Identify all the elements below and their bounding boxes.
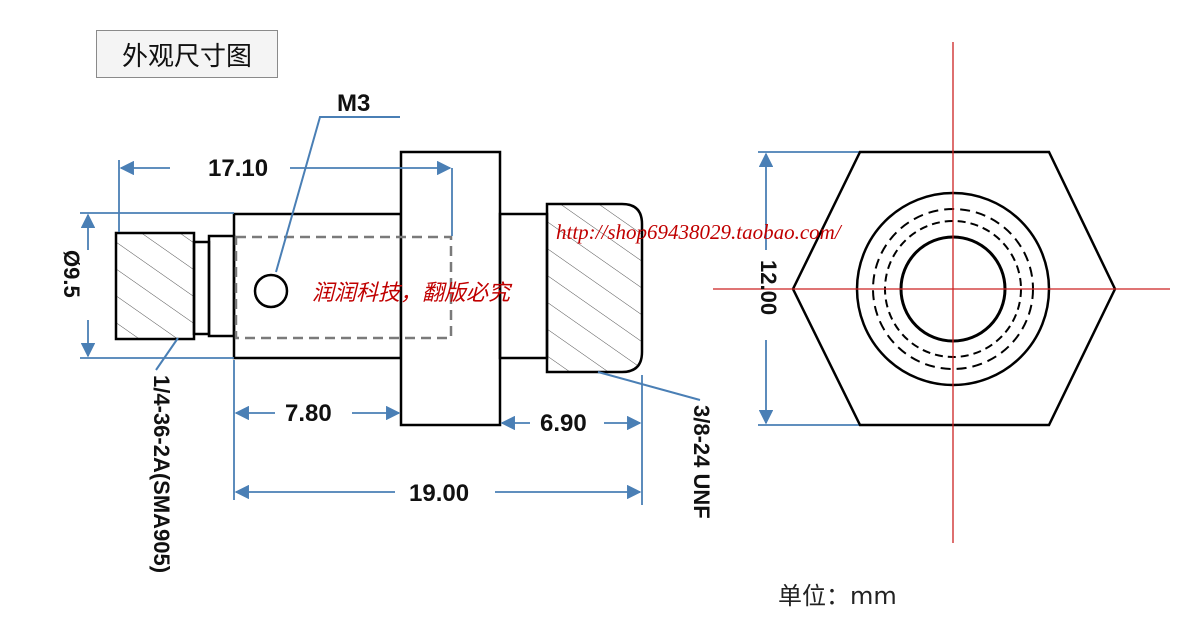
dim-19-00-label: 19.00 <box>409 480 470 507</box>
dim-17-10-label: 17.10 <box>208 155 269 182</box>
units-note: 单位：mm <box>778 582 897 610</box>
dim-6-90-label: 6.90 <box>540 410 587 437</box>
hidden-bore <box>234 235 453 340</box>
dim-diameter-label: Ø9.5 <box>59 250 84 298</box>
right-thread-leader <box>597 371 701 401</box>
right-thread-callout: 3/8-24 UNF <box>689 405 714 519</box>
step-2 <box>207 234 236 338</box>
end-view <box>713 42 1170 543</box>
dim-12-00-label: 12.00 <box>756 260 781 316</box>
m3-leader <box>275 116 400 273</box>
left-thread-callout: 1/4-36-2A(SMA905) <box>149 375 174 574</box>
m3-hole <box>253 273 289 309</box>
left-thread-section <box>114 231 196 341</box>
dim-7-80-label: 7.80 <box>285 400 332 427</box>
hex-flange <box>399 150 502 427</box>
watermark-url: http://shop69438029.taobao.com/ <box>556 220 841 244</box>
right-thread-section <box>545 202 644 374</box>
left-thread-leader <box>155 337 179 371</box>
m3-label: M3 <box>337 90 371 117</box>
watermark-chinese: 润润科技，翻版必究 <box>312 281 511 306</box>
side-view <box>114 150 644 427</box>
dimension-lines <box>80 116 860 505</box>
step-1 <box>192 240 211 336</box>
drawing-title: 外观尺寸图 <box>96 30 278 78</box>
